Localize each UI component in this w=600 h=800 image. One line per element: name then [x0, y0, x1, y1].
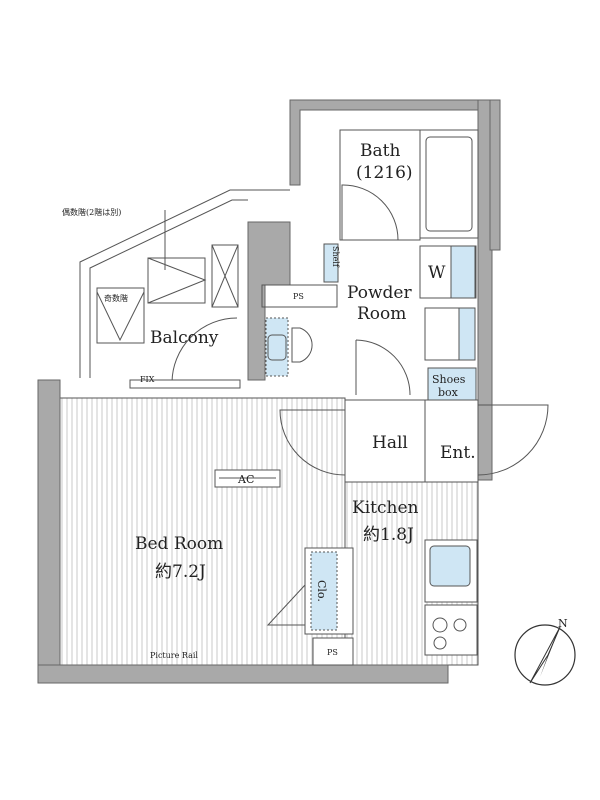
- hall-label: Hall: [372, 433, 408, 453]
- entrance-label: Ent.: [440, 443, 476, 463]
- balcony: [79, 189, 290, 389]
- walls: [37, 99, 501, 684]
- ps-lower-label: PS: [327, 648, 338, 657]
- picture-rail-label: Picture Rail: [150, 651, 198, 660]
- even-floor-note: 偶数階(2階は別): [62, 207, 121, 217]
- washer-label: W: [428, 263, 446, 283]
- powder-room-line1: Powder: [347, 283, 412, 303]
- balcony-label: Balcony: [150, 328, 219, 348]
- bedroom-label: Bed Room: [135, 534, 223, 554]
- compass-north-label: N: [558, 617, 568, 630]
- ps-upper-label: PS: [293, 292, 304, 301]
- compass-icon: [514, 624, 576, 686]
- ac-label: AC: [237, 473, 254, 486]
- odd-floor-note: 奇数階: [104, 293, 128, 303]
- bath-size: (1216): [356, 163, 413, 183]
- bedroom-area: 約7.2J: [155, 562, 206, 582]
- shoes-box-line1: Shoes: [432, 373, 466, 386]
- shelf-label: Shelf: [331, 246, 340, 268]
- shoes-box-line2: box: [438, 386, 459, 399]
- powder-room-line2: Room: [357, 304, 406, 324]
- kitchen-label: Kitchen: [352, 498, 418, 518]
- closet-label: Clo.: [315, 580, 328, 602]
- bath-label: Bath: [360, 141, 400, 161]
- kitchen-area: 約1.8J: [363, 525, 414, 545]
- fix-label: FIX: [140, 375, 155, 384]
- bedroom-floor: [60, 398, 345, 665]
